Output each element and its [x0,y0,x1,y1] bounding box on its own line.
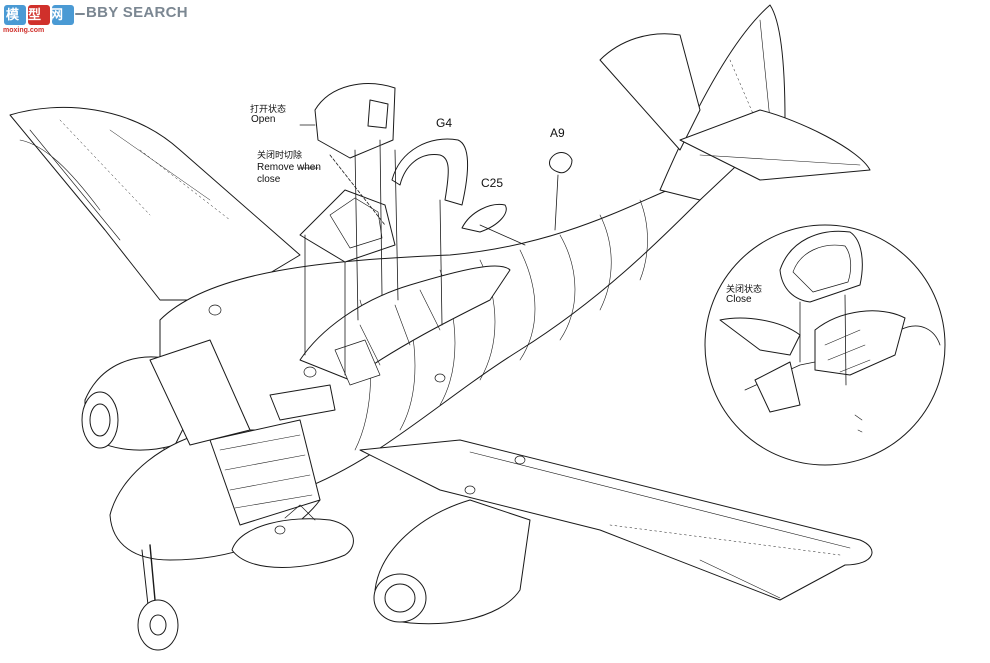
drop-tank [231,504,354,568]
label-remove-en-1: Remove when [257,162,321,173]
label-part-g4: G4 [436,116,453,130]
tailplanes [599,33,871,181]
label-open-en: Open [251,114,276,125]
panel-details [208,304,526,535]
watermark-logo-glyphs: 模型网 [6,7,73,22]
part-a9 [549,152,573,174]
assembly-leader-lines [299,124,559,376]
part-c25 [461,203,507,233]
label-close-cn: 关闭状态 [726,284,763,294]
right-wing [359,439,873,601]
engine-right [373,499,531,625]
label-part-a9: A9 [550,126,565,140]
nose-landing-gear [137,544,179,651]
left-wing [9,106,301,301]
gun-bay-door [149,339,251,446]
label-open-cn: 打开状态 [250,104,287,114]
label-close-en: Close [726,294,752,305]
label-remove-en-2: close [257,174,281,185]
inset-detail [704,224,946,466]
watermark-url: moxing.com [3,27,45,34]
cockpit-area [299,265,511,386]
part-g4-frame [391,138,469,206]
label-remove-cn: 关闭时切除 [257,150,303,160]
watermark-site-text: BBY SEARCH [86,4,188,21]
label-part-c25: C25 [481,176,504,190]
canopy-open-part [314,83,396,159]
watermark-logo-blocks [4,5,85,25]
